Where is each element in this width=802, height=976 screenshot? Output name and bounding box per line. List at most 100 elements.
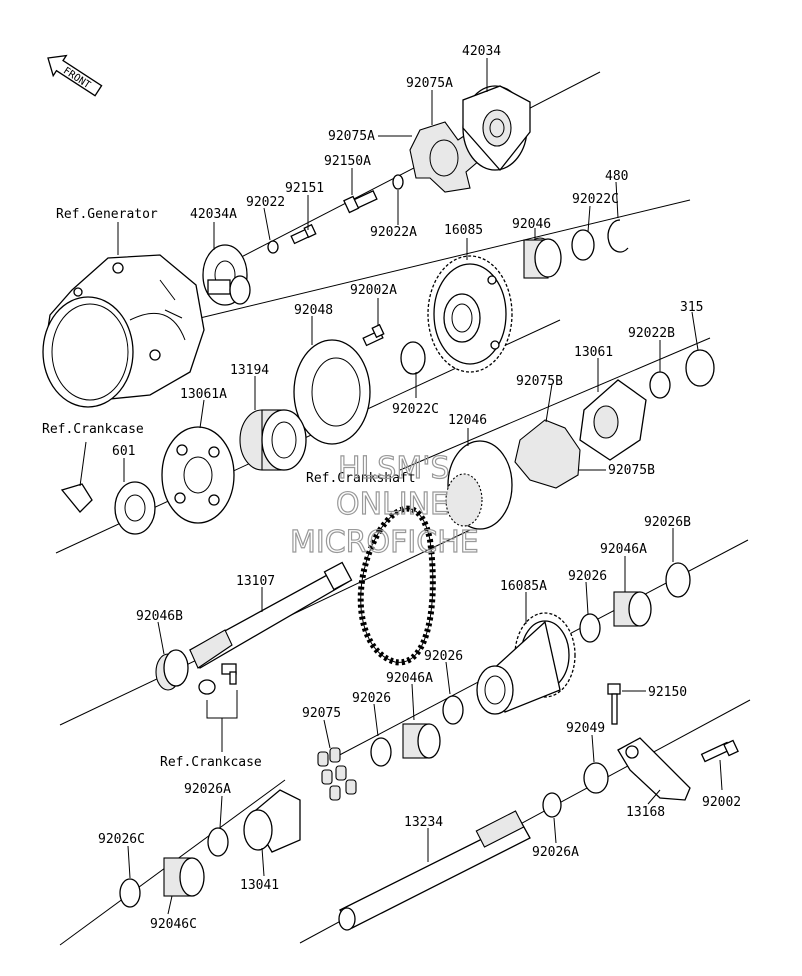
part-92022b-washer — [649, 371, 671, 399]
part-92048-plate — [293, 339, 371, 445]
label-92026-right: 92026 — [568, 569, 607, 584]
part-92046c-bearing — [163, 857, 205, 897]
label-92075b-upper: 92075B — [516, 374, 563, 389]
label-92075b-right: 92075B — [608, 463, 655, 478]
label-13234: 13234 — [404, 815, 443, 830]
part-315-nut — [685, 349, 715, 387]
front-arrow-icon: FRONT — [47, 54, 103, 97]
axis-top — [219, 71, 601, 269]
part-42034-sprocket-holder — [462, 85, 531, 172]
label-92151: 92151 — [285, 181, 324, 196]
label-92026-mid: 92026 — [424, 649, 463, 664]
label-92022: 92022 — [246, 195, 285, 210]
label-92002a: 92002A — [350, 283, 397, 298]
ref-crankcase-upper: Ref.Crankcase — [42, 422, 144, 437]
label-92026c: 92026C — [98, 832, 145, 847]
axis-lines — [55, 71, 751, 946]
label-92046b: 92046B — [136, 609, 183, 624]
label-92049: 92049 — [566, 721, 605, 736]
part-92026c-washer — [119, 878, 141, 908]
part-92026a-washer-left — [207, 827, 229, 857]
part-16085a-gear-drum — [476, 612, 576, 715]
part-92026-washer-b — [442, 695, 464, 725]
part-labels: 42034 92075A 92075A 92150A 92151 42034A … — [98, 44, 741, 932]
label-92022a: 92022A — [370, 225, 417, 240]
part-92049-seal — [583, 762, 609, 794]
label-92046a-right: 92046A — [600, 542, 647, 557]
label-92022c-top: 92022C — [572, 192, 619, 207]
part-13061a-flange — [161, 426, 235, 524]
label-13168: 13168 — [626, 805, 665, 820]
label-16085: 16085 — [444, 223, 483, 238]
part-42034a-plate — [202, 244, 251, 306]
label-13061: 13061 — [574, 345, 613, 360]
label-315: 315 — [680, 300, 703, 315]
label-92150: 92150 — [648, 685, 687, 700]
label-13041: 13041 — [240, 878, 279, 893]
label-13194: 13194 — [230, 363, 269, 378]
label-12046: 12046 — [448, 413, 487, 428]
label-92046c: 92046C — [150, 917, 197, 932]
label-92048: 92048 — [294, 303, 333, 318]
label-42034: 42034 — [462, 44, 501, 59]
label-92150a: 92150A — [324, 154, 371, 169]
label-42034a: 42034A — [190, 207, 237, 222]
label-92075: 92075 — [302, 706, 341, 721]
watermark-line3: MICROFICHE — [290, 525, 479, 560]
watermark-line1: HLSM'S — [338, 451, 450, 486]
generator-housing — [42, 254, 205, 408]
crankcase-washer — [198, 679, 216, 695]
part-13061-hub — [579, 379, 647, 461]
part-92022c-washer-mid — [400, 341, 426, 375]
part-92151-bolt — [290, 223, 317, 245]
part-92022a-washer — [392, 174, 404, 190]
label-92026-left: 92026 — [352, 691, 391, 706]
label-92046a-mid: 92046A — [386, 671, 433, 686]
axis-damper — [399, 337, 711, 471]
axis-generator — [199, 199, 691, 319]
part-92026-washer-a — [579, 613, 601, 643]
part-92150a-bolt — [343, 190, 378, 214]
label-601: 601 — [112, 444, 135, 459]
label-13107: 13107 — [236, 574, 275, 589]
crankcase-ref-part — [60, 483, 93, 513]
crankcase-bracket — [206, 690, 238, 719]
part-92022-washer — [267, 240, 279, 254]
part-16085-gear — [427, 255, 513, 373]
ref-generator: Ref.Generator — [56, 207, 158, 222]
leader-lines — [79, 58, 723, 915]
part-13168-lever — [617, 737, 691, 801]
label-92075a-left: 92075A — [328, 129, 375, 144]
part-92150-bolt — [607, 683, 621, 725]
part-92002-bolt — [700, 739, 739, 763]
cam-chain — [357, 505, 436, 666]
label-92075a-top: 92075A — [406, 76, 453, 91]
part-12046-sprocket — [445, 440, 513, 530]
part-601-ball-bearing — [114, 481, 156, 535]
label-92026b: 92026B — [644, 515, 691, 530]
label-92026a-right: 92026A — [532, 845, 579, 860]
part-92046a-bearing-a — [613, 591, 652, 627]
watermark-line2: ONLINE — [336, 487, 449, 522]
label-480: 480 — [605, 169, 628, 184]
part-92046a-bearing-b — [402, 723, 441, 759]
reference-labels: Ref.Generator Ref.Crankcase Ref.Cranksha… — [42, 207, 416, 770]
watermark: HLSM'S ONLINE MICROFICHE — [289, 450, 479, 560]
part-92075a-damper — [409, 121, 481, 193]
label-92026a-left: 92026A — [184, 782, 231, 797]
part-92022c-washer-top — [571, 229, 595, 261]
ref-crankshaft: Ref.Crankshaft — [306, 471, 416, 486]
label-92046: 92046 — [512, 217, 551, 232]
part-92026a-washer-right — [542, 792, 562, 818]
part-13107-shaft — [189, 561, 353, 669]
ref-crankcase-lower: Ref.Crankcase — [160, 755, 262, 770]
crankcase-bolt — [221, 663, 237, 685]
part-13234-balancer-shaft — [338, 810, 531, 931]
label-92002: 92002 — [702, 795, 741, 810]
part-92046b-bearing — [155, 649, 189, 691]
part-92075b-damper — [514, 419, 581, 489]
label-92022c-mid: 92022C — [392, 402, 439, 417]
part-480-circlip — [607, 219, 629, 253]
